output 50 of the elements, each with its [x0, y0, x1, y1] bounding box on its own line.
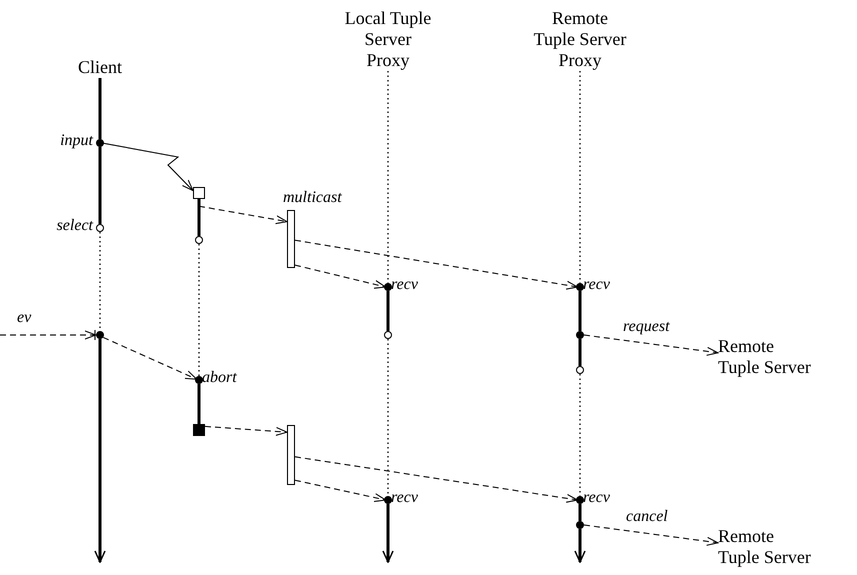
multicast-bar: [287, 210, 295, 268]
start-square: [193, 187, 205, 199]
dotted-lifeline: [387, 71, 389, 283]
lifeline-arrow: [574, 529, 586, 563]
participant-label: Remote Tuple Server: [718, 526, 813, 568]
lifeline: [198, 384, 200, 424]
lifeline: [98, 147, 102, 224]
dashed-message-arrow: [294, 264, 386, 289]
end-square: [193, 424, 205, 436]
dashed-message-arrow: [102, 336, 198, 380]
lifeline: [578, 339, 582, 366]
dotted-lifeline: [99, 232, 101, 331]
event-circle: [576, 366, 584, 374]
event-dot: [576, 331, 584, 339]
dashed-message-arrow: [584, 334, 718, 356]
dashed-message-arrow: [294, 240, 578, 290]
event-circle: [384, 331, 392, 339]
lifeline-header: Local Tuple Server Proxy: [343, 8, 433, 71]
event-label: abort: [202, 369, 237, 387]
dotted-lifeline: [579, 374, 581, 496]
lifeline-header: Client: [60, 57, 140, 78]
event-label: recv: [391, 276, 418, 294]
dotted-lifeline: [387, 339, 389, 496]
lifeline: [386, 291, 390, 331]
zigzag-arrow: [102, 142, 194, 192]
multicast-bar: [287, 425, 295, 485]
event-label: recv: [583, 276, 610, 294]
participant-label: Remote Tuple Server: [718, 336, 813, 378]
dashed-message-arrow: [0, 330, 96, 340]
lifeline-arrow: [94, 339, 106, 563]
event-label: recv: [391, 489, 418, 507]
event-label: recv: [583, 489, 610, 507]
dotted-lifeline: [579, 71, 581, 283]
lifeline-header: Remote Tuple Server Proxy: [531, 8, 629, 71]
event-label: input: [60, 132, 93, 150]
dashed-message-arrow: [584, 524, 718, 546]
lifeline: [98, 78, 102, 139]
dashed-message-arrow: [204, 426, 288, 436]
lifeline: [578, 504, 582, 521]
event-circle: [195, 236, 203, 244]
event-label: select: [56, 217, 93, 235]
dashed-message-arrow: [294, 456, 578, 503]
event-dot: [576, 521, 584, 529]
event-dot: [96, 331, 104, 339]
lifeline: [578, 291, 582, 331]
lifeline-arrow: [382, 504, 394, 563]
dotted-lifeline: [198, 244, 200, 376]
dashed-message-arrow: [294, 480, 386, 502]
lifeline: [198, 199, 200, 236]
dashed-message-arrow: [198, 206, 288, 224]
